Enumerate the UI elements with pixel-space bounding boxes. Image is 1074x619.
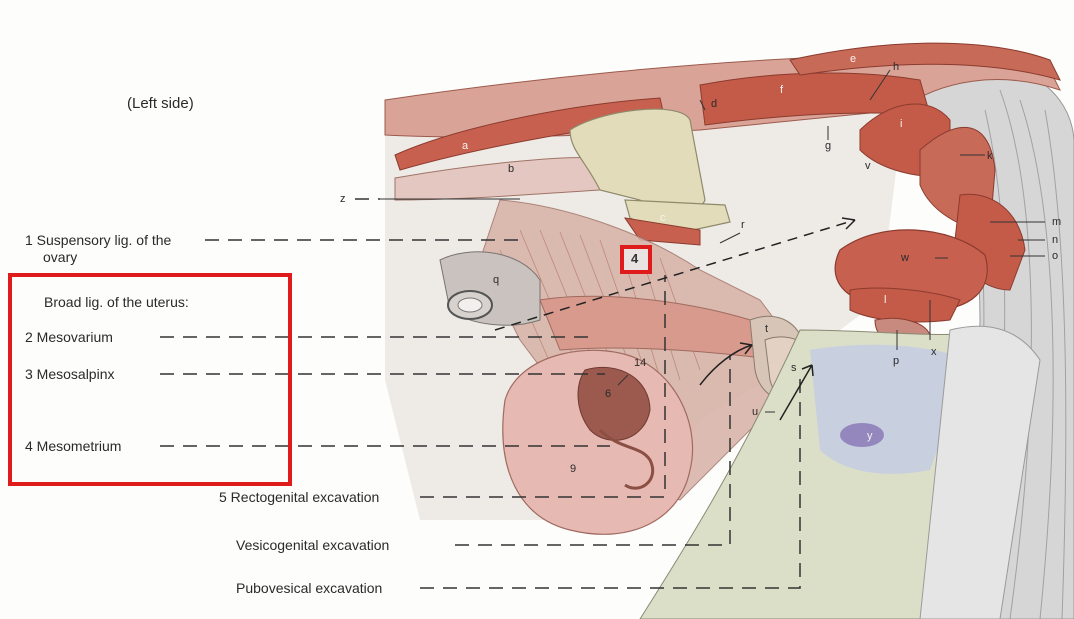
letter-c: c: [660, 212, 666, 224]
letter-a: a: [462, 140, 468, 152]
number-9: 9: [570, 463, 576, 475]
letter-m: m: [1052, 216, 1061, 228]
label-suspensory-line1: 1 Suspensory lig. of the: [25, 232, 171, 248]
letter-l: l: [884, 294, 886, 306]
letter-f: f: [780, 84, 783, 96]
letter-w: w: [901, 252, 909, 264]
letter-d: d: [711, 98, 717, 110]
highlight-number-4: 4: [631, 251, 638, 266]
structure-y: [840, 423, 884, 447]
letter-t: t: [765, 323, 768, 335]
letter-y: y: [867, 430, 873, 442]
letter-r: r: [741, 219, 745, 231]
letter-o: o: [1052, 250, 1058, 262]
label-vesicogenital: Vesicogenital excavation: [236, 537, 389, 553]
letter-v: v: [865, 160, 871, 172]
letter-h: h: [893, 61, 899, 73]
letter-n: n: [1052, 234, 1058, 246]
letter-b: b: [508, 163, 514, 175]
letter-u: u: [752, 406, 758, 418]
letter-s: s: [791, 362, 797, 374]
number-14: 14: [634, 357, 646, 369]
letter-i: i: [900, 118, 902, 130]
letter-e: e: [850, 53, 856, 65]
letter-x: x: [931, 346, 937, 358]
letter-z: z: [340, 193, 346, 205]
letter-g: g: [825, 140, 831, 152]
label-pubovesical: Pubovesical excavation: [236, 580, 382, 596]
label-rectogenital: 5 Rectogenital excavation: [219, 489, 379, 505]
label-suspensory-line2: ovary: [43, 249, 77, 265]
number-6: 6: [605, 388, 611, 400]
view-label: (Left side): [127, 96, 194, 112]
letter-p: p: [893, 355, 899, 367]
highlight-box-broad-ligament: [8, 273, 292, 486]
letter-q: q: [493, 274, 499, 286]
letter-k: k: [987, 150, 993, 162]
